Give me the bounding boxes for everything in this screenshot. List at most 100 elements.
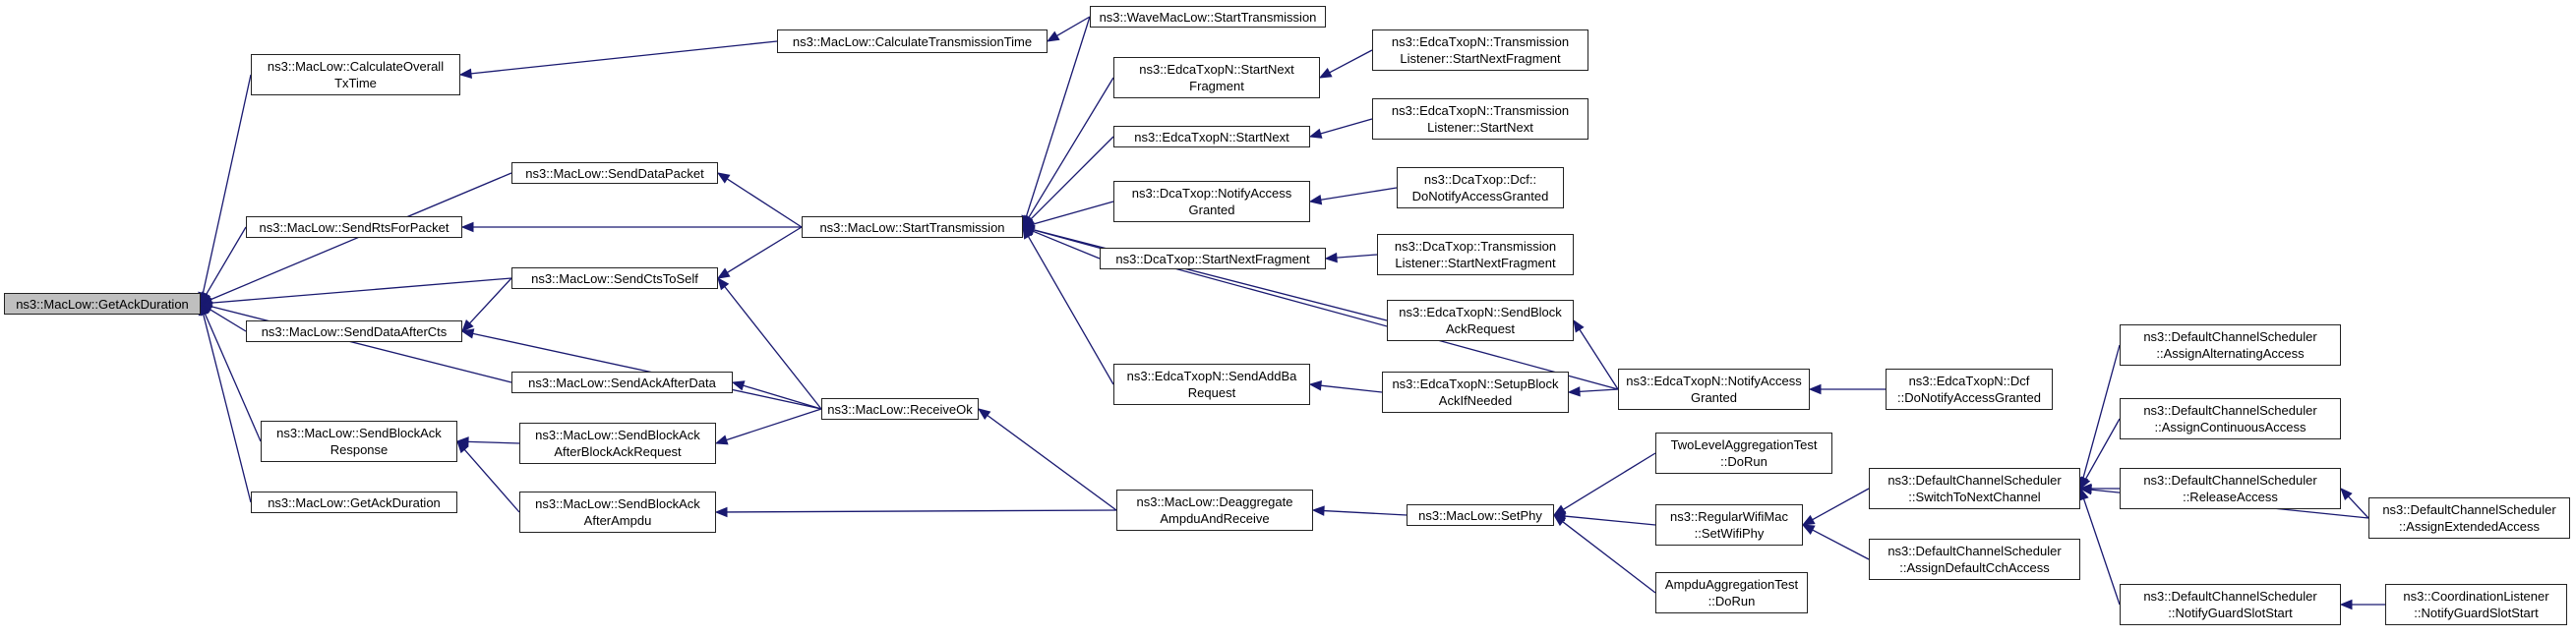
graph-edge-n26-n19 bbox=[1336, 254, 1378, 259]
graph-edge-n39-n34 bbox=[2082, 498, 2121, 606]
graph-node-n7[interactable]: ns3::MacLow::SendAckAfterData bbox=[511, 372, 733, 393]
graph-node-n5[interactable]: ns3::MacLow::SendCtsToSelf bbox=[511, 267, 718, 289]
graph-edge-arrowhead bbox=[1308, 380, 1323, 391]
graph-node-n12[interactable]: ns3::MacLow::CalculateTransmissionTime bbox=[777, 29, 1048, 53]
graph-edge-n17-n13 bbox=[1030, 136, 1114, 220]
graph-node-label: AckRequest bbox=[1445, 321, 1516, 336]
graph-edge-n13-n5 bbox=[727, 226, 803, 273]
graph-node-n9[interactable]: ns3::MacLow::GetAckDuration bbox=[251, 492, 457, 513]
graph-node-label: ns3::WaveMacLow::StartTransmission bbox=[1099, 9, 1317, 25]
graph-edge-n23-n16 bbox=[1329, 49, 1373, 74]
graph-edge-arrowhead bbox=[2078, 484, 2092, 495]
graph-edge-n5-n6 bbox=[468, 277, 512, 324]
graph-node-n36[interactable]: ns3::DefaultChannelScheduler::AssignAlte… bbox=[2120, 324, 2341, 366]
graph-edge-arrowhead bbox=[2339, 599, 2353, 610]
graph-edge-n22-n11 bbox=[726, 509, 1117, 513]
graph-node-label: ns3::DefaultChannelScheduler bbox=[2143, 589, 2317, 604]
graph-edge-arrowhead bbox=[461, 318, 474, 332]
graph-edge-arrowhead bbox=[1573, 318, 1585, 333]
graph-node-label: ns3::DcaTxop::Transmission bbox=[1394, 239, 1557, 254]
graph-node-n35[interactable]: ns3::DefaultChannelScheduler::AssignDefa… bbox=[1869, 539, 2080, 580]
graph-node-n14[interactable]: ns3::MacLow::ReceiveOk bbox=[821, 398, 979, 420]
graph-edge-n34-n31 bbox=[1812, 488, 1870, 521]
graph-node-label: ns3::DcaTxop::NotifyAccess bbox=[1131, 186, 1292, 201]
graph-edge-n22-n14 bbox=[987, 414, 1117, 511]
graph-node-n37[interactable]: ns3::DefaultChannelScheduler::AssignCont… bbox=[2120, 398, 2341, 439]
graph-edge-n21-n13 bbox=[1027, 236, 1114, 385]
graph-node-n19[interactable]: ns3::DcaTxop::StartNextFragment bbox=[1100, 248, 1326, 269]
graph-node-n32[interactable]: AmpduAggregationTest::DoRun bbox=[1655, 572, 1808, 613]
graph-node-n17[interactable]: ns3::EdcaTxopN::StartNext bbox=[1113, 126, 1310, 147]
graph-node-label: ns3::MacLow::ReceiveOk bbox=[827, 401, 973, 417]
graph-edge-n5-n1 bbox=[210, 277, 512, 304]
graph-edge-n9-n1 bbox=[203, 314, 252, 503]
graph-node-label: ns3::DefaultChannelScheduler bbox=[2143, 473, 2317, 488]
graph-node-n6[interactable]: ns3::MacLow::SendDataAfterCts bbox=[246, 320, 462, 342]
graph-node-label: ns3::EdcaTxopN::StartNext bbox=[1134, 129, 1289, 145]
graph-edge-arrowhead bbox=[1308, 128, 1323, 139]
graph-node-label: ::DoRun bbox=[1707, 594, 1756, 608]
graph-edge-n12-n2 bbox=[470, 40, 778, 75]
graph-node-n13[interactable]: ns3::MacLow::StartTransmission bbox=[802, 216, 1023, 238]
graph-edge-arrowhead bbox=[2079, 476, 2091, 491]
graph-edge-arrowhead bbox=[716, 172, 731, 184]
graph-node-label: ::AssignAlternatingAccess bbox=[2156, 346, 2305, 361]
graph-edge-arrowhead bbox=[458, 68, 472, 80]
graph-node-label: ns3::DefaultChannelScheduler bbox=[1887, 544, 2062, 558]
graph-node-n4[interactable]: ns3::MacLow::SendRtsForPacket bbox=[246, 216, 462, 238]
graph-node-label: ns3::MacLow::SendCtsToSelf bbox=[531, 270, 698, 286]
graph-node-label: Listener::StartNextFragment bbox=[1400, 51, 1561, 66]
graph-node-n1[interactable]: ns3::MacLow::GetAckDuration bbox=[4, 293, 201, 315]
graph-edge-arrowhead bbox=[714, 506, 728, 518]
graph-node-label: ns3::MacLow::GetAckDuration bbox=[268, 494, 441, 510]
graph-node-label: ns3::EdcaTxopN::Transmission bbox=[1391, 34, 1570, 49]
graph-node-n34[interactable]: ns3::DefaultChannelScheduler::SwitchToNe… bbox=[1869, 468, 2080, 509]
graph-edge-arrowhead bbox=[1552, 514, 1567, 527]
graph-node-n28[interactable]: ns3::MacLow::SetPhy bbox=[1407, 504, 1554, 526]
graph-node-n15[interactable]: ns3::WaveMacLow::StartTransmission bbox=[1090, 6, 1326, 28]
graph-node-label: Granted bbox=[1691, 390, 1737, 405]
graph-node-n39[interactable]: ns3::DefaultChannelScheduler::NotifyGuar… bbox=[2120, 584, 2341, 625]
graph-edge-n24-n17 bbox=[1320, 118, 1373, 135]
graph-node-label: ::DoRun bbox=[1720, 454, 1767, 469]
graph-edge-n16-n13 bbox=[1028, 77, 1114, 218]
graph-node-n40[interactable]: ns3::DefaultChannelScheduler::AssignExte… bbox=[2368, 497, 2570, 539]
graph-node-label: ::AssignExtendedAccess bbox=[2398, 519, 2541, 534]
graph-node-n25[interactable]: ns3::DcaTxop::Dcf::DoNotifyAccessGranted bbox=[1397, 167, 1564, 208]
graph-node-label: Response bbox=[329, 442, 389, 457]
graph-edge-arrowhead bbox=[460, 221, 474, 233]
graph-node-label: ns3::MacLow::SendRtsForPacket bbox=[259, 219, 449, 235]
graph-node-label: ns3::DefaultChannelScheduler bbox=[2382, 502, 2556, 517]
graph-edge-arrowhead bbox=[460, 328, 475, 339]
graph-edge-arrowhead bbox=[1046, 30, 1060, 42]
graph-edge-n19-n13 bbox=[1032, 230, 1101, 260]
graph-node-n33[interactable]: ns3::EdcaTxopN::Dcf::DoNotifyAccessGrant… bbox=[1886, 369, 2053, 410]
graph-node-n38[interactable]: ns3::DefaultChannelScheduler::ReleaseAcc… bbox=[2120, 468, 2341, 509]
graph-node-n31[interactable]: ns3::RegularWifiMac::SetWifiPhy bbox=[1655, 504, 1803, 546]
graph-edge-n14-n6 bbox=[472, 332, 822, 410]
graph-node-n30[interactable]: TwoLevelAggregationTest::DoRun bbox=[1655, 433, 1832, 474]
graph-node-n3[interactable]: ns3::MacLow::SendDataPacket bbox=[511, 162, 718, 184]
graph-node-label: ::AssignContinuousAccess bbox=[2154, 420, 2306, 434]
graph-node-label: ns3::MacLow::CalculateTransmissionTime bbox=[792, 33, 1033, 49]
graph-node-label: ns3::MacLow::SendBlockAck bbox=[535, 428, 700, 442]
graph-node-label: AfterBlockAckRequest bbox=[554, 444, 682, 459]
graph-edge-n20-n13 bbox=[1033, 229, 1388, 321]
graph-node-label: ::ReleaseAccess bbox=[2183, 490, 2278, 504]
graph-node-n41[interactable]: ns3::CoordinationListener::NotifyGuardSl… bbox=[2385, 584, 2567, 625]
graph-edge-n35-n31 bbox=[1812, 529, 1870, 560]
